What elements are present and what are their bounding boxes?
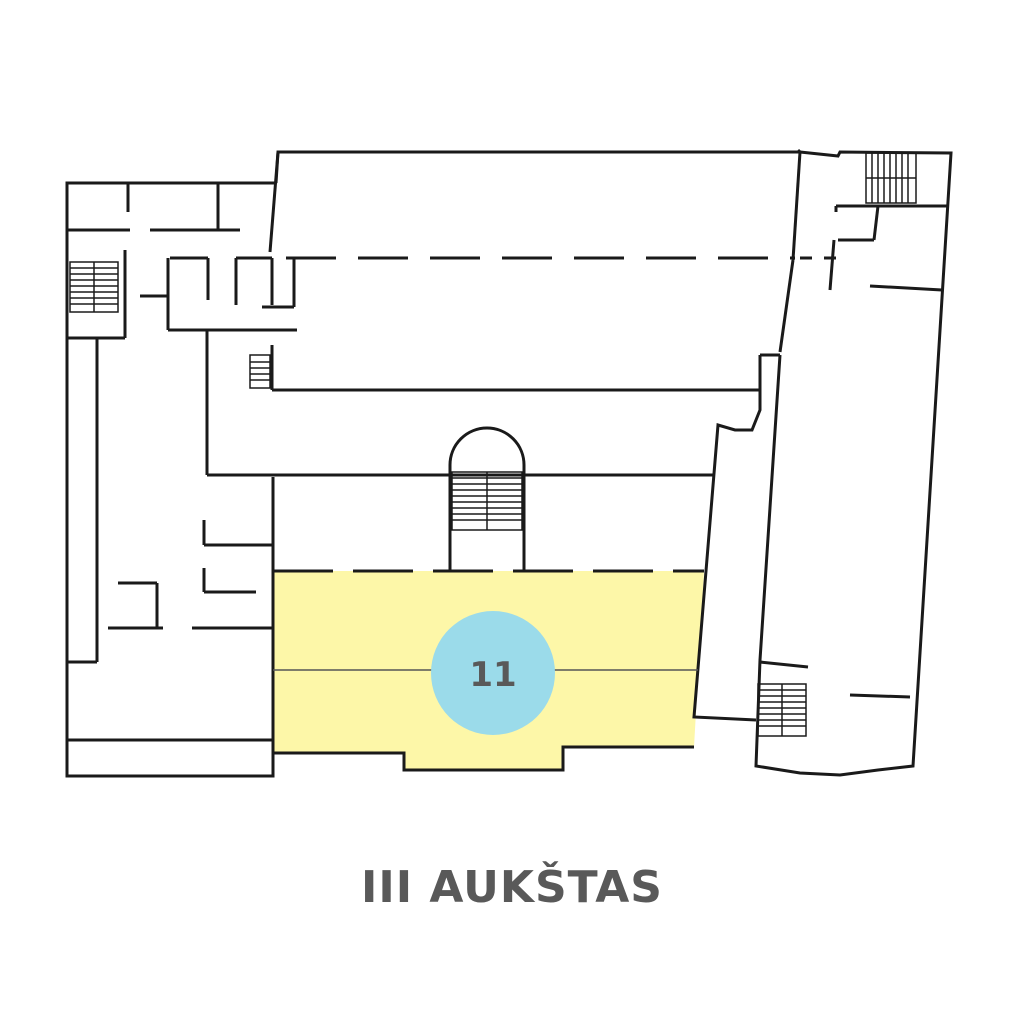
room-number: 11 [469,655,516,695]
central-block-wall [274,148,804,184]
dashed-walls [248,256,838,573]
right-wing-outer-wall [754,150,953,777]
room-marker[interactable] [431,611,555,735]
stairs-icon [69,152,917,737]
floor-title: III AUKŠTAS [361,862,663,913]
